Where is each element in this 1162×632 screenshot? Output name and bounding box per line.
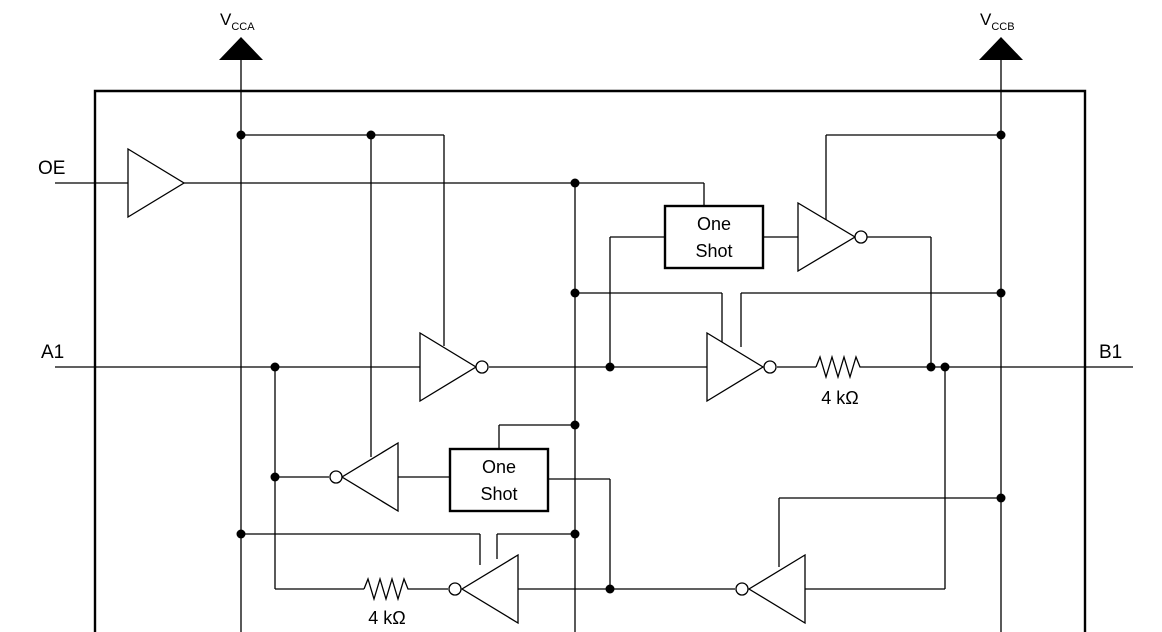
vccb-label: VCCB (980, 10, 1015, 33)
b1-driver-inverter (797, 201, 868, 273)
inversion-bubble (448, 582, 462, 596)
junctions (236, 130, 1006, 594)
junction-dot (270, 472, 280, 482)
junction-dot (940, 362, 950, 372)
vccb-rail: VCCB (979, 10, 1023, 632)
a1-input-inverter (419, 331, 489, 403)
junction-dot (270, 362, 280, 372)
one-shot-bottom: One Shot (448, 447, 550, 513)
one-shot-bottom-line2: Shot (480, 484, 517, 504)
junction-dot (605, 362, 615, 372)
b1-input-inverter (735, 553, 806, 625)
junction-dot (996, 130, 1006, 140)
inversion-bubble (735, 582, 749, 596)
oe-port-label: OE (38, 158, 65, 179)
b1-port-label: B1 (1099, 342, 1122, 363)
inversion-bubble (854, 230, 868, 244)
oe-buffer (127, 147, 186, 219)
vccb-arrow-icon (979, 37, 1023, 60)
junction-dot (236, 529, 246, 539)
vcca-rail: VCCA (219, 10, 263, 632)
a-side-output-inverter (448, 553, 519, 625)
junction-dot (366, 130, 376, 140)
junction-dot (570, 178, 580, 188)
a1-driver-inverter (329, 441, 399, 513)
resistor-a-side: 4 kΩ (363, 576, 410, 628)
inversion-bubble (329, 470, 343, 484)
junction-dot (570, 288, 580, 298)
resistor-b-label: 4 kΩ (821, 388, 858, 408)
one-shot-top: One Shot (663, 204, 765, 270)
device-outline (93, 89, 1087, 632)
resistor-b-side: 4 kΩ (815, 354, 864, 408)
junction-dot (605, 584, 615, 594)
inversion-bubble (763, 360, 777, 374)
a1-port-label: A1 (41, 342, 64, 363)
one-shot-top-line2: Shot (695, 241, 732, 261)
one-shot-bottom-line1: One (482, 457, 516, 477)
junction-dot (926, 362, 936, 372)
junction-dot (570, 420, 580, 430)
wires (55, 134, 1133, 632)
junction-dot (570, 529, 580, 539)
inversion-bubble (475, 360, 489, 374)
b-side-output-inverter (706, 331, 777, 403)
junction-dot (236, 130, 246, 140)
vcca-arrow-icon (219, 37, 263, 60)
junction-dot (996, 493, 1006, 503)
vcca-label: VCCA (220, 10, 255, 33)
resistor-a-label: 4 kΩ (368, 608, 405, 628)
one-shot-top-line1: One (697, 214, 731, 234)
junction-dot (996, 288, 1006, 298)
